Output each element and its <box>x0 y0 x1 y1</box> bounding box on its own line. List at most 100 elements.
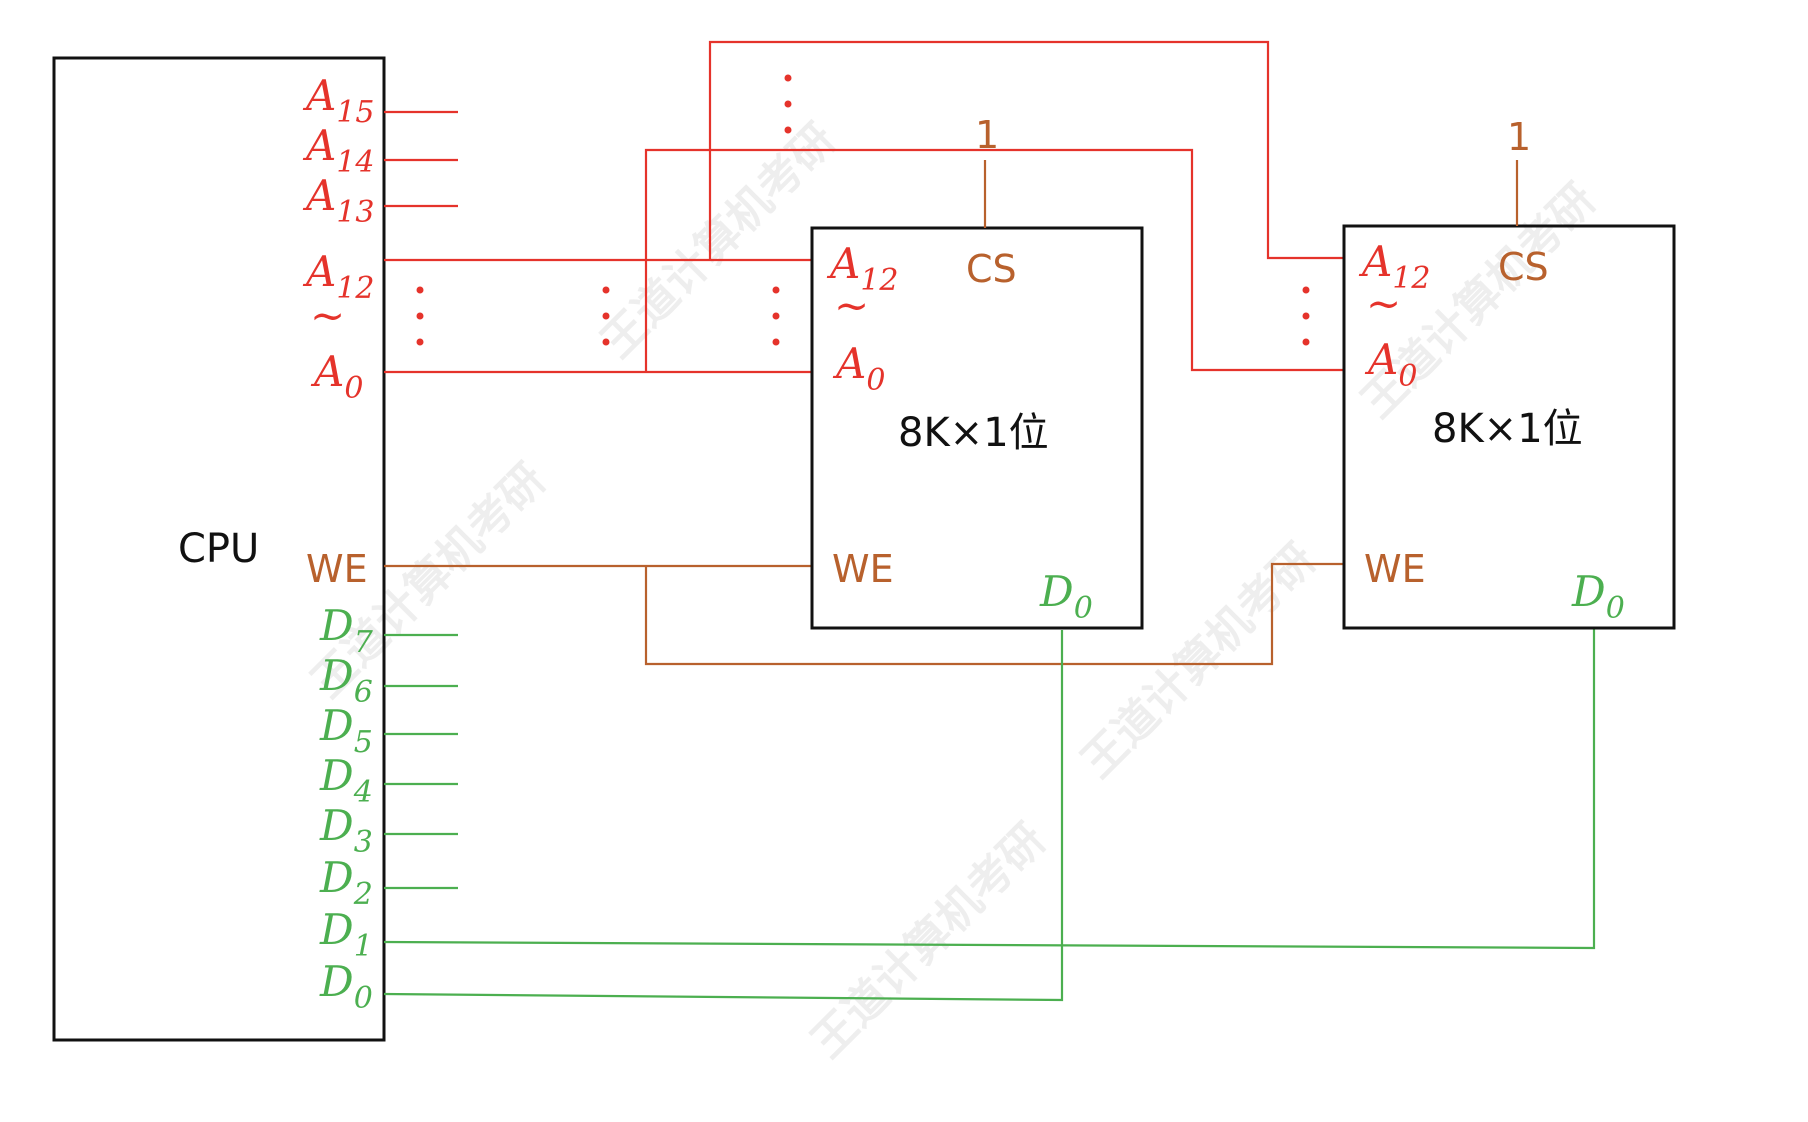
dot <box>602 338 610 346</box>
chip2-capacity-label: 8K×1位 <box>1432 406 1583 452</box>
cpu-a15-sub: 15 <box>336 95 374 130</box>
memory-chip-1: 1 CS A12 ~ A0 8K×1位 WE D0 <box>810 113 1144 630</box>
chip2-box <box>1342 224 1676 630</box>
watermark-text: 王道计算机考研 <box>802 814 1056 1068</box>
cpu-d0-sub: 0 <box>354 981 373 1016</box>
cpu-d5-sub: 5 <box>354 725 373 760</box>
a0-to-chip2 <box>644 148 1344 372</box>
chip2-d0-base: D <box>1571 567 1606 616</box>
cpu-label: CPU <box>178 526 259 572</box>
chip2-tilde: ~ <box>1366 279 1401 328</box>
dot <box>784 100 792 108</box>
cpu-address-labels: A15 A14 A13 A12 ~ A0 <box>302 71 375 406</box>
chip2-a0-sub: 0 <box>1398 359 1417 394</box>
chip2-we-label: WE <box>1364 547 1426 591</box>
d0-to-chip1 <box>383 630 1064 1002</box>
chip1-capacity-label: 8K×1位 <box>898 410 1049 456</box>
cpu-d1-label: D1 <box>319 905 373 964</box>
chip2-d0-sub: 0 <box>1606 591 1625 626</box>
cpu-d4-sub: 4 <box>353 775 373 810</box>
chip1-a0-sub: 0 <box>866 363 885 398</box>
cpu-d3-sub: 3 <box>354 825 373 860</box>
watermark-text: 王道计算机考研 <box>592 114 846 368</box>
cpu-d1-sub: 1 <box>354 929 373 964</box>
cpu-d7-base: D <box>319 601 354 650</box>
a12-to-chip2 <box>708 40 1344 260</box>
cpu-d0-base: D <box>319 957 354 1006</box>
dot <box>772 338 780 346</box>
chip1-d0-label: D0 <box>1039 567 1093 626</box>
cpu-d7-sub: 7 <box>354 625 374 660</box>
chip2-a0-label: A0 <box>1364 335 1417 394</box>
cpu-a12-base: A <box>302 247 336 296</box>
cpu-d6-sub: 6 <box>354 675 373 710</box>
cpu-a12-label: A12 <box>302 247 375 306</box>
cpu-d4-label: D4 <box>319 751 373 810</box>
cpu-a15-label: A15 <box>302 71 375 130</box>
cpu-range-tilde: ~ <box>310 291 345 340</box>
cpu-we-label: WE <box>306 547 368 591</box>
chip1-a0-base: A <box>832 339 866 388</box>
dot <box>602 312 610 320</box>
cpu-a15-base: A <box>302 71 336 120</box>
cpu-d0-label: D0 <box>319 957 373 1016</box>
watermark-text: 王道计算机考研 <box>1072 534 1326 788</box>
chip1-a12-base: A <box>826 239 860 288</box>
cpu-a13-label: A13 <box>302 171 375 230</box>
d1-to-chip2 <box>383 628 1596 950</box>
ellipsis-dots <box>416 74 1310 346</box>
cpu-d6-base: D <box>319 651 354 700</box>
chip1-a12-label: A12 <box>826 239 899 298</box>
cpu-data-labels: D7 D6 D5 D4 D3 D2 D1 D0 <box>319 601 374 1016</box>
chip2-a0-base: A <box>1364 335 1398 384</box>
dot <box>784 126 792 134</box>
cpu-d6-label: D6 <box>319 651 373 710</box>
chip2-a12-label: A12 <box>1358 237 1431 296</box>
chip2-cs-label: CS <box>1498 245 1549 289</box>
dot <box>416 338 424 346</box>
chip2-a12-sub: 12 <box>1392 261 1430 296</box>
dot <box>772 286 780 294</box>
cpu-address-stubs <box>384 110 458 208</box>
we-bus <box>384 562 1344 666</box>
memory-chip-2: 1 CS A12 ~ A0 8K×1位 WE D0 <box>1342 115 1676 630</box>
cpu-d3-label: D3 <box>319 801 373 860</box>
dot <box>1302 286 1310 294</box>
cpu-a13-sub: 13 <box>336 195 374 230</box>
chip1-d0-sub: 0 <box>1074 591 1093 626</box>
chip1-we-label: WE <box>832 547 894 591</box>
dot <box>784 74 792 82</box>
dot <box>416 312 424 320</box>
chip1-cs-label: CS <box>966 247 1017 291</box>
cpu-data-stubs <box>384 633 458 890</box>
cpu-d7-label: D7 <box>319 601 374 660</box>
cpu-d2-base: D <box>319 853 354 902</box>
address-bus <box>384 40 1344 374</box>
dot <box>416 286 424 294</box>
cpu-a0-label: A0 <box>310 347 363 406</box>
cpu-d4-base: D <box>319 751 354 800</box>
chip1-box <box>810 226 1144 630</box>
chip1-a12-sub: 12 <box>860 263 898 298</box>
cpu-d3-base: D <box>319 801 354 850</box>
chip1-d0-base: D <box>1039 567 1074 616</box>
cpu-d2-label: D2 <box>319 853 373 912</box>
cpu-a14-base: A <box>302 121 336 170</box>
cpu-d1-base: D <box>319 905 354 954</box>
chip2-d0-label: D0 <box>1571 567 1625 626</box>
dot <box>1302 338 1310 346</box>
chip1-a0-label: A0 <box>832 339 885 398</box>
cpu-d5-label: D5 <box>319 701 373 760</box>
cpu-a0-base: A <box>310 347 344 396</box>
data-bus <box>383 628 1596 1002</box>
dot <box>1302 312 1310 320</box>
chip1-cs-value: 1 <box>975 113 999 157</box>
cpu-a12-sub: 12 <box>336 271 374 306</box>
cpu-box <box>52 56 386 1042</box>
dot <box>772 312 780 320</box>
dot <box>602 286 610 294</box>
chip2-a12-base: A <box>1358 237 1392 286</box>
chip2-cs-value: 1 <box>1507 115 1531 159</box>
